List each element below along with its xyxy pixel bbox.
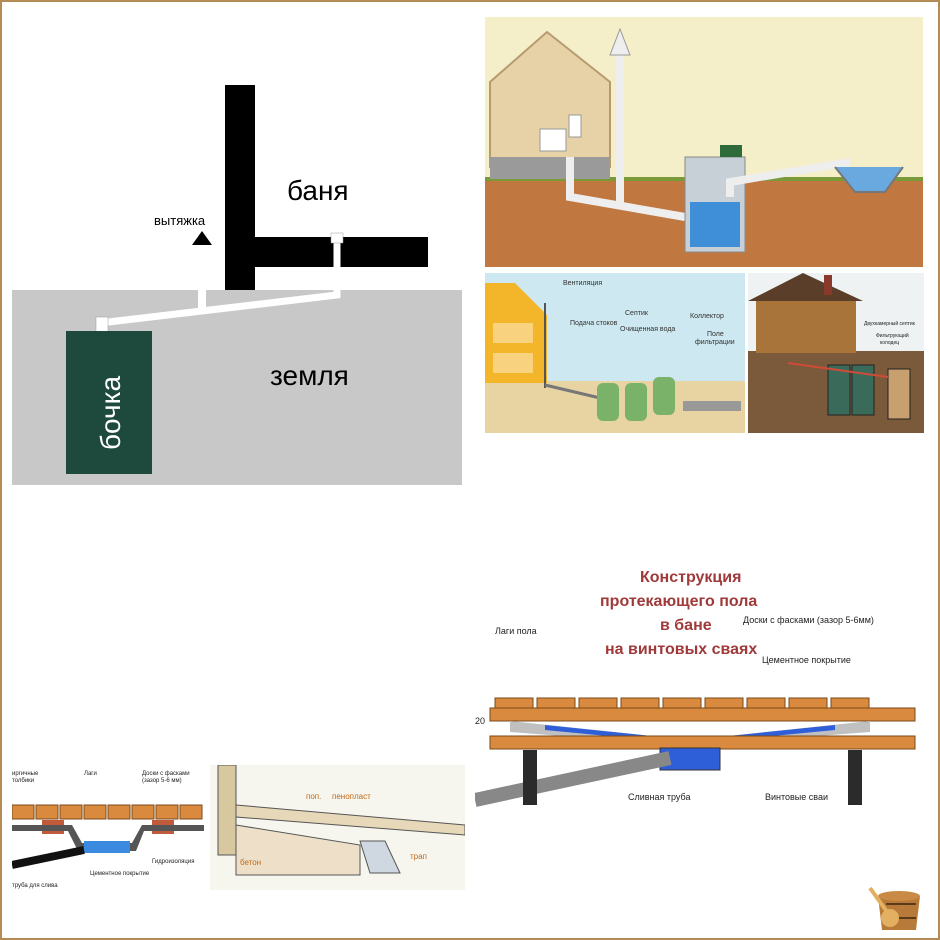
water-pool	[84, 841, 130, 853]
septic-house-panel	[485, 17, 923, 267]
label-earth: земля	[270, 360, 349, 391]
feed-line	[544, 383, 601, 400]
sauna-septic-panel: Двухкамерный септик Фильтрующий колодец	[748, 273, 924, 433]
pipe	[787, 362, 889, 378]
label-bath: баня	[287, 175, 349, 206]
label-20: 20	[475, 716, 485, 726]
drain-unit	[359, 840, 401, 874]
label-boards-1: Доски с фасками	[142, 771, 190, 777]
barrel	[66, 331, 152, 474]
pile-right	[848, 750, 862, 805]
filter-field	[683, 401, 741, 411]
septic-lid	[720, 145, 742, 157]
septic-barrel-3	[653, 377, 675, 415]
chamber-1	[827, 364, 851, 416]
upper-layer	[235, 804, 465, 836]
roof	[748, 273, 863, 301]
label-vent: вытяжка	[154, 213, 206, 228]
bath-sketch-svg: баня земля вытяжка бочка	[12, 85, 462, 485]
label-brick-1: иргичные	[12, 771, 39, 777]
label-joists-main: Лаги пола	[495, 626, 537, 636]
sauna-septic-svg: Двухкамерный септик Фильтрующий колодец	[748, 273, 924, 433]
label-drain-pipe: Сливная труба	[628, 792, 691, 802]
bath-wall-vertical	[225, 85, 255, 290]
title-line-4: на винтовых сваях	[605, 641, 757, 658]
floor-left-panel: иргичные толбики Лаги Доски с фасками (з…	[12, 765, 204, 890]
label-septic: Септик	[625, 310, 649, 317]
label-clean-water: Очищенная вода	[620, 326, 675, 333]
label-cement: Цементное покрытие	[90, 871, 150, 877]
label-boards-2: (зазор 5-6 мм)	[142, 778, 182, 784]
label-drain: трап	[410, 852, 427, 861]
label-double-septic: Двухкамерный септик	[864, 320, 916, 327]
bath-sketch-panel: баня земля вытяжка бочка	[12, 85, 462, 485]
chimney	[824, 275, 832, 295]
filter-well	[887, 368, 911, 420]
top-boards	[494, 697, 870, 709]
label-field-line1: Поле	[707, 331, 724, 338]
title-line-3: в бане	[660, 617, 712, 634]
slab	[235, 824, 361, 876]
label-waterproof: Гидроизоляция	[152, 859, 194, 865]
label-filter-1: Фильтрующий	[876, 332, 909, 339]
joist-bottom	[489, 735, 916, 750]
label-field-line2: фильтрации	[695, 339, 735, 346]
floor-mid-panel: поп. пенопласт бетон трап	[210, 765, 465, 890]
barrel-neck	[95, 316, 109, 334]
drain-pipe-inlet	[330, 232, 344, 244]
septic-labels-svg: Вентиляция Подача стоков Септик Очищенна…	[485, 273, 745, 433]
label-brick-2: толбики	[12, 778, 34, 784]
label-collector: Коллектор	[690, 313, 724, 320]
title-line-1: Конструкция	[640, 569, 741, 586]
pile-left	[523, 750, 537, 805]
floor-left-svg: иргичные толбики Лаги Доски с фасками (з…	[12, 771, 204, 889]
floor-mid-svg: поп. пенопласт бетон трап	[210, 765, 465, 890]
toilet	[539, 128, 567, 152]
label-pipe: труба для слива	[12, 883, 58, 889]
joist-top	[489, 707, 916, 722]
label-cement-main: Цементное покрытие	[762, 655, 851, 665]
label-boards-main: Доски с фасками (зазор 5-6мм)	[743, 615, 874, 625]
logo-panel	[866, 870, 930, 934]
septic-labels-panel: Вентиляция Подача стоков Септик Очищенна…	[485, 273, 745, 433]
toilet-tank	[568, 114, 582, 138]
drain-pipe-main	[475, 751, 672, 807]
label-concrete: бетон	[240, 858, 261, 867]
label-pp: поп.	[306, 792, 321, 801]
chamber-2	[851, 364, 875, 416]
outlet-pipe	[726, 158, 851, 197]
label-foam: пенопласт	[332, 792, 371, 801]
ditch	[834, 166, 904, 193]
label-feed: Подача стоков	[570, 320, 618, 327]
floor-main-svg: Конструкция протекающего пола в бане на …	[475, 569, 916, 807]
septic-house-svg	[485, 17, 923, 267]
title-line-2: протекающего пола	[600, 593, 757, 610]
label-filter-2: колодец	[880, 340, 899, 346]
floor-main-panel: Конструкция протекающего пола в бане на …	[475, 560, 930, 810]
label-joists: Лаги	[84, 771, 97, 777]
house	[485, 283, 547, 383]
septic-barrel-2	[625, 383, 647, 421]
label-piles: Винтовые сваи	[765, 792, 828, 802]
label-barrel: бочка	[95, 376, 126, 450]
wall-post	[217, 765, 237, 856]
drain-pipe	[99, 235, 341, 327]
label-ventilation: Вентиляция	[563, 280, 602, 287]
bucket-ladle-logo-icon	[868, 886, 920, 930]
sewer-pipe	[566, 157, 686, 221]
boards	[12, 804, 203, 820]
house-window-1	[493, 323, 533, 343]
vent-arrow	[192, 231, 212, 245]
septic-water	[690, 202, 740, 247]
house-window-2	[493, 353, 533, 373]
log-house	[756, 301, 856, 353]
house-foundation	[490, 157, 610, 179]
drain-pipe	[12, 846, 85, 869]
vent-arrow-house	[609, 27, 631, 56]
septic-barrel-1	[597, 383, 619, 421]
